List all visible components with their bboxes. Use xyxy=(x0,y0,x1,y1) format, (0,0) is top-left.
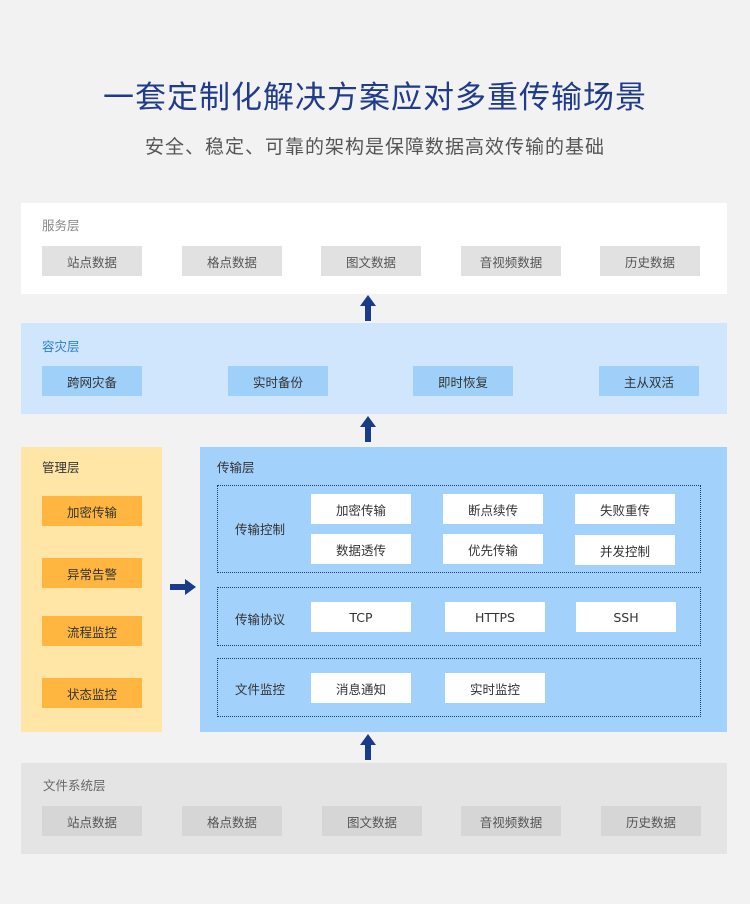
filesystem-item-station: 站点数据 xyxy=(42,806,142,836)
page-subtitle: 安全、稳定、可靠的架构是保障数据高效传输的基础 xyxy=(144,136,605,158)
monitor-item-notification: 消息通知 xyxy=(311,673,411,703)
protocol-item-https: HTTPS xyxy=(445,602,545,632)
transport-monitor-group xyxy=(217,658,701,717)
filesystem-item-media: 音视频数据 xyxy=(461,806,561,836)
management-item-process-monitor: 流程监控 xyxy=(42,616,142,646)
transport-monitor-label: 文件监控 xyxy=(235,682,286,697)
protocol-item-ssh: SSH xyxy=(576,602,676,632)
filesystem-item-history: 历史数据 xyxy=(601,806,701,836)
control-item-passthrough: 数据透传 xyxy=(311,534,411,564)
arrow-up-icon xyxy=(360,295,376,321)
filesystem-layer: 文件系统层 站点数据 格点数据 图文数据 音视频数据 历史数据 xyxy=(21,763,727,854)
management-item-status-monitor: 状态监控 xyxy=(42,678,142,708)
control-item-concurrency: 并发控制 xyxy=(575,535,675,565)
management-layer-label: 管理层 xyxy=(42,460,80,475)
service-item-history: 历史数据 xyxy=(600,246,700,276)
service-layer: 服务层 站点数据 格点数据 图文数据 音视频数据 历史数据 xyxy=(21,203,727,294)
management-item-encrypted: 加密传输 xyxy=(42,496,142,526)
transport-protocol-label: 传输协议 xyxy=(235,612,286,627)
service-item-grid: 格点数据 xyxy=(182,246,282,276)
disaster-layer-label: 容灾层 xyxy=(42,339,80,354)
service-layer-label: 服务层 xyxy=(42,218,80,233)
disaster-item-cross-network: 跨网灾备 xyxy=(42,366,142,396)
service-item-graphic: 图文数据 xyxy=(321,246,421,276)
protocol-item-tcp: TCP xyxy=(311,602,411,632)
filesystem-layer-label: 文件系统层 xyxy=(43,778,106,793)
disaster-item-active-active: 主从双活 xyxy=(599,366,699,396)
management-layer: 管理层 加密传输 异常告警 流程监控 状态监控 xyxy=(21,447,162,732)
arrow-up-icon xyxy=(360,734,376,760)
service-item-media: 音视频数据 xyxy=(461,246,561,276)
transport-layer-label: 传输层 xyxy=(217,460,255,475)
monitor-item-realtime: 实时监控 xyxy=(445,673,545,703)
filesystem-item-grid: 格点数据 xyxy=(182,806,282,836)
transport-protocol-group xyxy=(217,587,701,646)
management-item-alert: 异常告警 xyxy=(42,558,142,588)
filesystem-item-graphic: 图文数据 xyxy=(322,806,422,836)
control-item-encrypted: 加密传输 xyxy=(311,494,411,524)
control-item-resume: 断点续传 xyxy=(443,494,543,524)
control-item-priority: 优先传输 xyxy=(443,534,543,564)
disaster-item-instant-recovery: 即时恢复 xyxy=(413,366,513,396)
transport-control-label: 传输控制 xyxy=(235,522,286,537)
transport-control-group xyxy=(217,485,701,573)
transport-layer: 传输层 传输控制 加密传输 断点续传 失败重传 数据透传 优先传输 并发控制 传… xyxy=(200,447,727,732)
page-title: 一套定制化解决方案应对多重传输场景 xyxy=(103,80,647,116)
service-item-station: 站点数据 xyxy=(42,246,142,276)
disaster-item-realtime-backup: 实时备份 xyxy=(228,366,328,396)
disaster-layer: 容灾层 跨网灾备 实时备份 即时恢复 主从双活 xyxy=(21,323,727,414)
control-item-retry: 失败重传 xyxy=(575,494,675,524)
arrow-up-icon xyxy=(360,416,376,442)
arrow-right-icon xyxy=(170,579,196,595)
